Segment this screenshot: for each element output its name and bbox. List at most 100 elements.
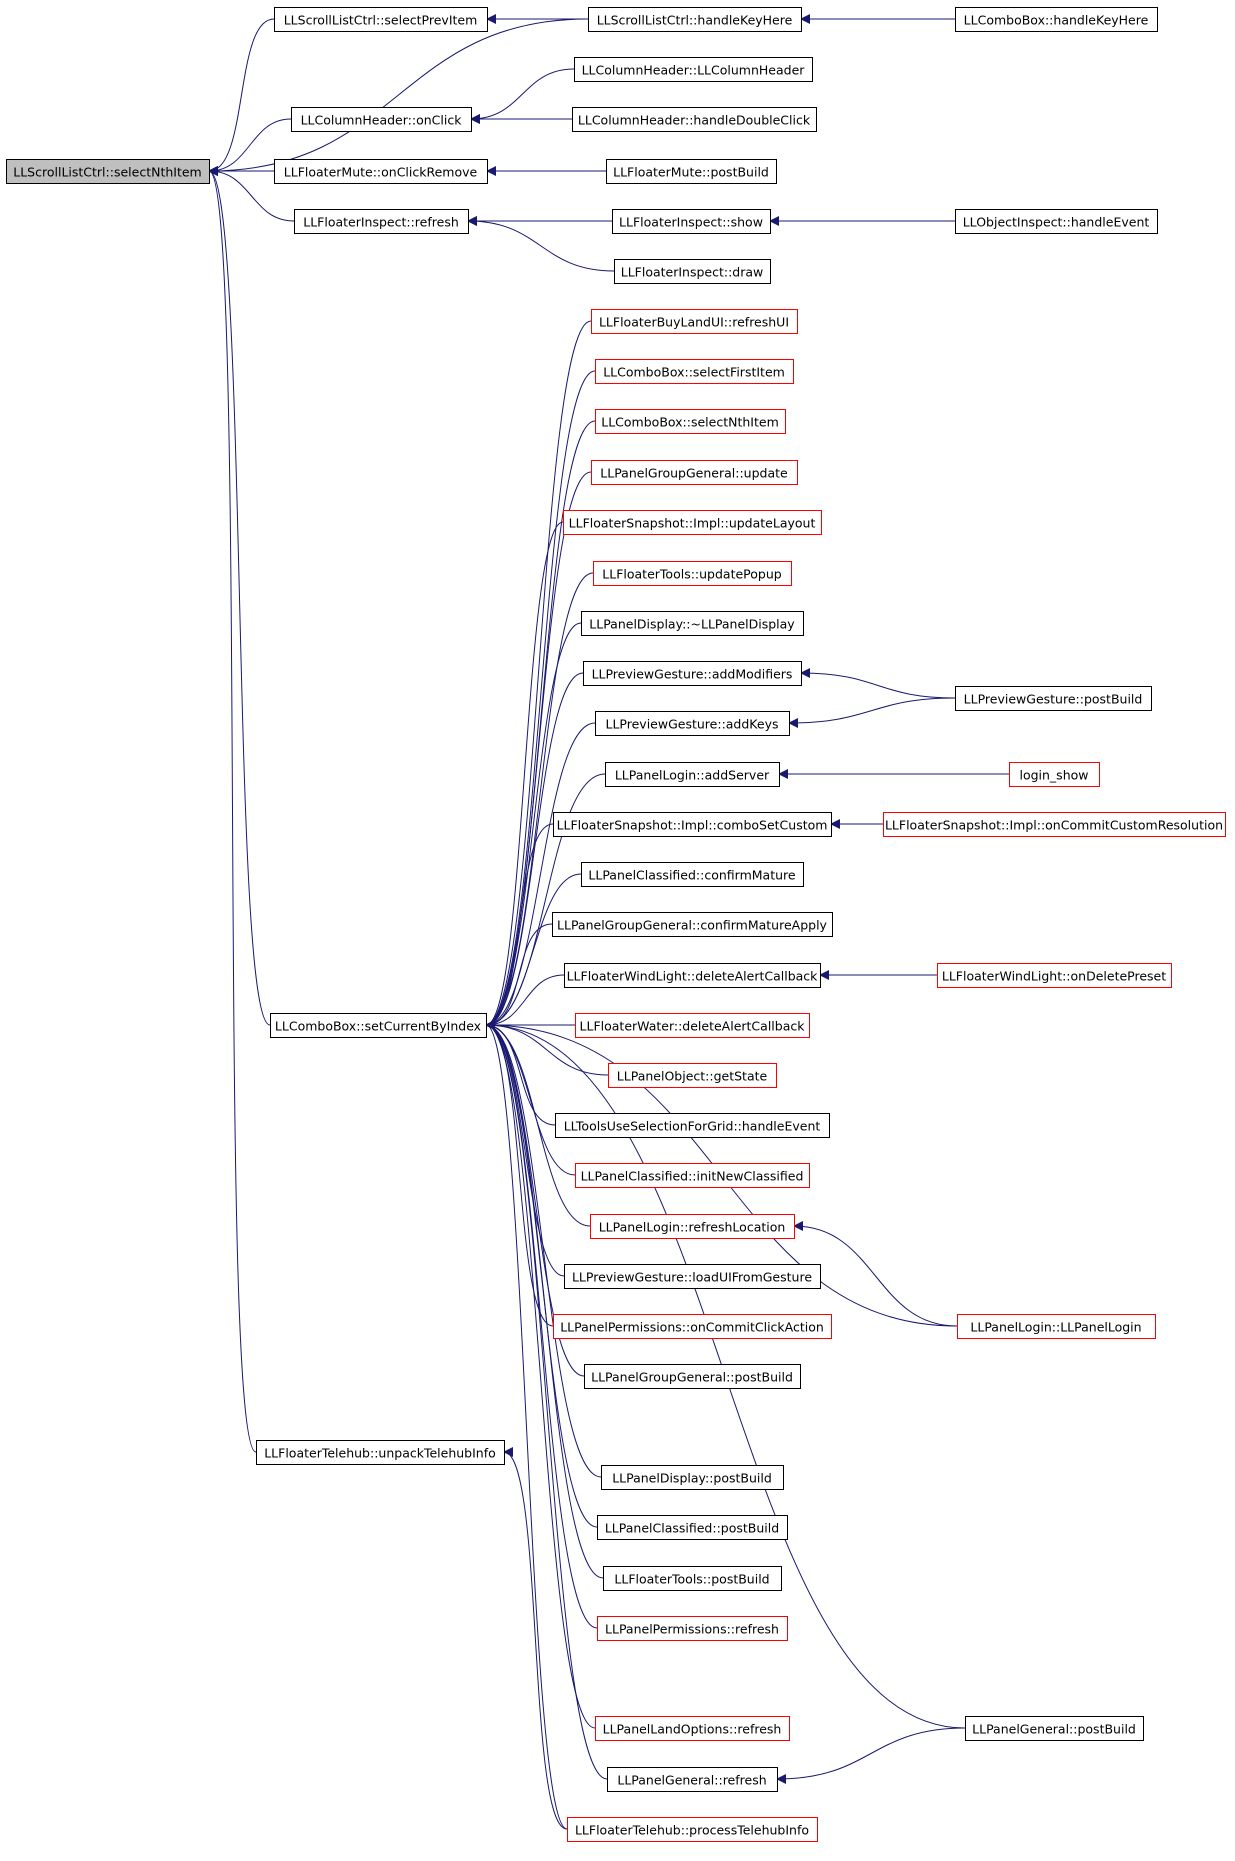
node-pl-ctor[interactable]: LLPanelLogin::LLPanelLogin [957, 1314, 1156, 1339]
node-box[interactable] [603, 1566, 782, 1591]
node-box[interactable] [607, 1767, 778, 1792]
node-pc-init[interactable]: LLPanelClassified::initNewClassified [575, 1163, 810, 1188]
node-box[interactable] [612, 209, 771, 234]
node-fm-post[interactable]: LLFloaterMute::postBuild [606, 159, 777, 184]
node-box[interactable] [588, 7, 802, 32]
node-box[interactable] [567, 1817, 818, 1842]
node-fs-commit[interactable]: LLFloaterSnapshot::Impl::onCommitCustomR… [883, 812, 1226, 837]
node-box[interactable] [595, 711, 790, 736]
node-box[interactable] [883, 812, 1226, 837]
node-selectPrevItem[interactable]: LLScrollListCtrl::selectPrevItem [274, 7, 488, 32]
node-ch-onClick[interactable]: LLColumnHeader::onClick [291, 107, 472, 132]
node-login-show[interactable]: login_show [1009, 762, 1100, 787]
node-fth-process[interactable]: LLFloaterTelehub::processTelehubInfo [567, 1817, 818, 1842]
node-box[interactable] [965, 1716, 1144, 1741]
node-ft-popup[interactable]: LLFloaterTools::updatePopup [593, 561, 792, 586]
node-cb-setcurrent[interactable]: LLComboBox::setCurrentByIndex [270, 1013, 487, 1038]
node-fi-refresh[interactable]: LLFloaterInspect::refresh [294, 209, 469, 234]
node-pg-loadui[interactable]: LLPreviewGesture::loadUIFromGesture [564, 1264, 821, 1289]
node-box[interactable] [591, 460, 798, 485]
node-pg-addmod[interactable]: LLPreviewGesture::addModifiers [583, 661, 802, 686]
node-pp-onclick[interactable]: LLPanelPermissions::onCommitClickAction [553, 1314, 832, 1339]
node-ch-dbl[interactable]: LLColumnHeader::handleDoubleClick [572, 107, 817, 132]
node-fs-layout[interactable]: LLFloaterSnapshot::Impl::updateLayout [563, 510, 822, 535]
node-box[interactable] [552, 912, 833, 937]
node-box[interactable] [553, 812, 832, 837]
node-box[interactable] [955, 686, 1152, 711]
node-box[interactable] [605, 762, 780, 787]
node-box[interactable] [590, 1214, 795, 1239]
node-box[interactable] [597, 1515, 788, 1540]
node-pp-refresh[interactable]: LLPanelPermissions::refresh [597, 1616, 788, 1641]
node-box[interactable] [564, 963, 821, 988]
node-fth-unpack[interactable]: LLFloaterTelehub::unpackTelehubInfo [256, 1440, 505, 1465]
node-ch-ctor[interactable]: LLColumnHeader::LLColumnHeader [574, 57, 813, 82]
node-box[interactable] [564, 1264, 821, 1289]
node-box[interactable] [606, 159, 777, 184]
node-sl-handleKeyHere[interactable]: LLScrollListCtrl::handleKeyHere [588, 7, 802, 32]
node-ft-post[interactable]: LLFloaterTools::postBuild [603, 1566, 782, 1591]
node-pg-addkeys[interactable]: LLPreviewGesture::addKeys [595, 711, 790, 736]
node-box[interactable] [574, 57, 813, 82]
node-box[interactable] [593, 561, 792, 586]
node-fi-draw[interactable]: LLFloaterInspect::draw [614, 259, 771, 284]
node-box[interactable] [583, 661, 802, 686]
node-box[interactable] [955, 7, 1158, 32]
node-box[interactable] [563, 510, 822, 535]
node-box[interactable] [957, 1314, 1156, 1339]
node-pgg-update[interactable]: LLPanelGroupGeneral::update [591, 460, 798, 485]
node-box[interactable] [575, 1163, 810, 1188]
node-box[interactable] [595, 409, 786, 434]
node-pc-confirm[interactable]: LLPanelClassified::confirmMature [581, 862, 804, 887]
node-fw-delete[interactable]: LLFloaterWater::deleteAlertCallback [575, 1013, 810, 1038]
node-cb-handleKeyHere[interactable]: LLComboBox::handleKeyHere [955, 7, 1158, 32]
node-oi-handle[interactable]: LLObjectInspect::handleEvent [955, 209, 1158, 234]
node-fm-remove[interactable]: LLFloaterMute::onClickRemove [274, 159, 488, 184]
node-pl-addserver[interactable]: LLPanelLogin::addServer [605, 762, 780, 787]
node-pgg-post[interactable]: LLPanelGroupGeneral::postBuild [584, 1364, 801, 1389]
node-box[interactable] [597, 1616, 788, 1641]
node-pgen-post[interactable]: LLPanelGeneral::postBuild [965, 1716, 1144, 1741]
node-selectNthItem[interactable]: LLScrollListCtrl::selectNthItem [6, 159, 210, 184]
node-cb-first[interactable]: LLComboBox::selectFirstItem [595, 359, 794, 384]
node-pgen-refresh[interactable]: LLPanelGeneral::refresh [607, 1767, 778, 1792]
node-box[interactable] [608, 1063, 777, 1088]
node-box[interactable] [575, 1013, 810, 1038]
node-pd-post[interactable]: LLPanelDisplay::postBuild [601, 1465, 784, 1490]
node-box[interactable] [553, 1314, 832, 1339]
node-box[interactable] [614, 259, 771, 284]
node-box[interactable] [256, 1440, 505, 1465]
node-fwl-delete[interactable]: LLFloaterWindLight::deleteAlertCallback [564, 963, 821, 988]
node-pl-refreshloc[interactable]: LLPanelLogin::refreshLocation [590, 1214, 795, 1239]
node-box[interactable] [291, 107, 472, 132]
node-box[interactable] [555, 1113, 830, 1138]
node-pgg-confirm[interactable]: LLPanelGroupGeneral::confirmMatureApply [552, 912, 833, 937]
node-box[interactable] [1009, 762, 1100, 787]
node-box[interactable] [294, 209, 469, 234]
node-box[interactable] [581, 611, 804, 636]
node-box[interactable] [595, 359, 794, 384]
node-fbl-refresh[interactable]: LLFloaterBuyLandUI::refreshUI [591, 309, 798, 334]
node-cb-nth[interactable]: LLComboBox::selectNthItem [595, 409, 786, 434]
node-box[interactable] [584, 1364, 801, 1389]
node-fi-show[interactable]: LLFloaterInspect::show [612, 209, 771, 234]
node-box[interactable] [595, 1716, 790, 1741]
node-box[interactable] [572, 107, 817, 132]
node-pc-post[interactable]: LLPanelClassified::postBuild [597, 1515, 788, 1540]
node-box[interactable] [591, 309, 798, 334]
node-box[interactable] [581, 862, 804, 887]
node-box[interactable] [270, 1013, 487, 1038]
node-po-getstate[interactable]: LLPanelObject::getState [608, 1063, 777, 1088]
node-pd-dtor[interactable]: LLPanelDisplay::~LLPanelDisplay [581, 611, 804, 636]
node-box[interactable] [274, 159, 488, 184]
node-pg-postbuild[interactable]: LLPreviewGesture::postBuild [955, 686, 1152, 711]
node-box[interactable] [274, 7, 488, 32]
node-fwl-ondelete[interactable]: LLFloaterWindLight::onDeletePreset [937, 963, 1172, 988]
node-box[interactable] [6, 159, 210, 184]
node-fs-combo[interactable]: LLFloaterSnapshot::Impl::comboSetCustom [553, 812, 832, 837]
node-tus-handle[interactable]: LLToolsUseSelectionForGrid::handleEvent [555, 1113, 830, 1138]
node-box[interactable] [937, 963, 1172, 988]
node-box[interactable] [955, 209, 1158, 234]
node-box[interactable] [601, 1465, 784, 1490]
node-plo-refresh[interactable]: LLPanelLandOptions::refresh [595, 1716, 790, 1741]
